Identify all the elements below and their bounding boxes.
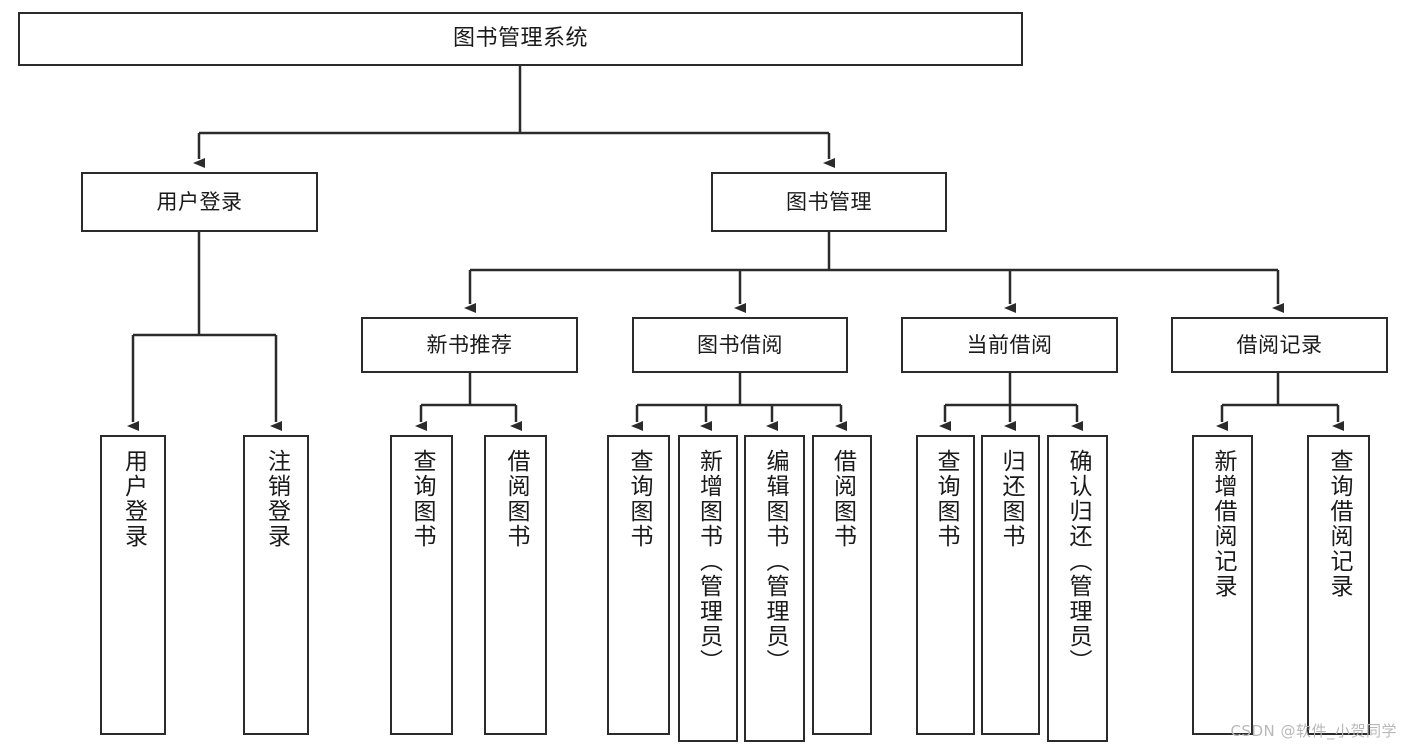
node-leaf-query-book-3[interactable]: 查询图书 xyxy=(916,435,975,735)
node-leaf-user-login-label: 用户登录 xyxy=(120,449,147,549)
node-leaf-borrow-book-2-label: 借阅图书 xyxy=(829,449,856,549)
node-current-borrow[interactable]: 当前借阅 xyxy=(901,317,1118,373)
node-leaf-add-book-label: 新增图书（管理员） xyxy=(695,449,722,674)
node-leaf-logout-label: 注销登录 xyxy=(263,449,290,549)
node-leaf-return-book-label: 归还图书 xyxy=(998,449,1024,549)
node-user-login-label: 用户登录 xyxy=(156,189,243,214)
node-leaf-edit-book[interactable]: 编辑图书（管理员） xyxy=(744,435,805,742)
node-leaf-borrow-book-2[interactable]: 借阅图书 xyxy=(812,435,872,735)
node-new-book-recommend-label: 新书推荐 xyxy=(426,332,513,357)
node-borrow-record[interactable]: 借阅记录 xyxy=(1171,317,1388,373)
node-leaf-logout[interactable]: 注销登录 xyxy=(243,435,309,735)
node-leaf-confirm-return-label: 确认归还（管理员） xyxy=(1065,449,1091,674)
node-leaf-query-book-2[interactable]: 查询图书 xyxy=(607,435,670,735)
watermark: CSDN @软件_小贺同学 xyxy=(1230,722,1397,740)
node-root-label: 图书管理系统 xyxy=(452,26,588,52)
node-leaf-query-book-2-label: 查询图书 xyxy=(626,449,652,549)
node-user-login[interactable]: 用户登录 xyxy=(81,172,318,232)
node-leaf-query-book-1-label: 查询图书 xyxy=(409,449,435,549)
node-new-book-recommend[interactable]: 新书推荐 xyxy=(361,317,578,373)
node-leaf-add-record[interactable]: 新增借阅记录 xyxy=(1192,435,1253,735)
node-book-manage-label: 图书管理 xyxy=(786,189,872,214)
node-leaf-return-book[interactable]: 归还图书 xyxy=(981,435,1040,735)
node-leaf-confirm-return[interactable]: 确认归还（管理员） xyxy=(1047,435,1108,742)
node-leaf-user-login[interactable]: 用户登录 xyxy=(100,435,166,735)
node-book-borrow[interactable]: 图书借阅 xyxy=(632,317,848,373)
node-leaf-add-book[interactable]: 新增图书（管理员） xyxy=(678,435,738,742)
node-book-manage[interactable]: 图书管理 xyxy=(711,172,947,232)
node-leaf-query-record-label: 查询借阅记录 xyxy=(1326,449,1352,599)
node-leaf-query-book-1[interactable]: 查询图书 xyxy=(390,435,453,735)
node-leaf-borrow-book-1[interactable]: 借阅图书 xyxy=(484,435,547,735)
node-root[interactable]: 图书管理系统 xyxy=(18,12,1023,66)
node-book-borrow-label: 图书借阅 xyxy=(697,332,783,357)
node-leaf-edit-book-label: 编辑图书（管理员） xyxy=(762,449,788,674)
node-leaf-borrow-book-1-label: 借阅图书 xyxy=(503,449,529,549)
node-current-borrow-label: 当前借阅 xyxy=(966,332,1053,357)
node-leaf-query-record[interactable]: 查询借阅记录 xyxy=(1307,435,1370,735)
node-borrow-record-label: 借阅记录 xyxy=(1236,332,1323,357)
node-leaf-add-record-label: 新增借阅记录 xyxy=(1210,449,1236,599)
node-leaf-query-book-3-label: 查询图书 xyxy=(933,449,959,549)
